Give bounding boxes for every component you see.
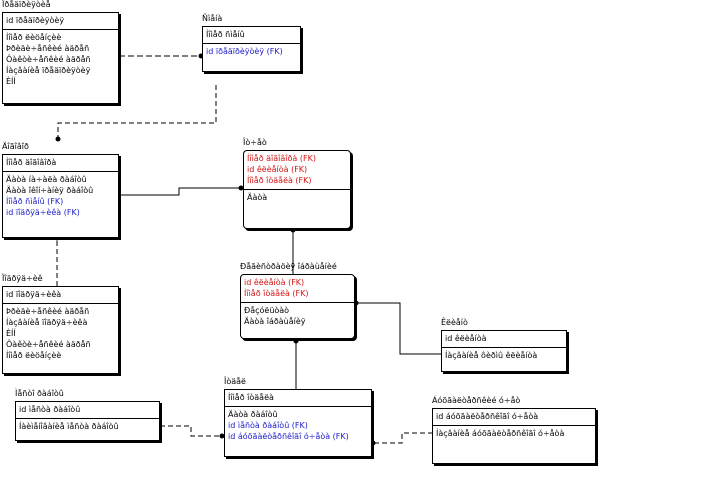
attribute: ÈÍÍ xyxy=(6,329,16,338)
entity-box: Íîìåð äîãîâîðà (FK) id êëèåíòà (FK) Íîìå… xyxy=(243,150,351,229)
entity-title: Ïðåäïðèÿòèå xyxy=(2,0,51,9)
attribute-section: Íàèìåíîâàíèå ìåñòà ðàáîòû xyxy=(16,419,159,435)
link-shift-contract xyxy=(57,85,217,138)
attribute: Íîìåð ëèöåíçèè xyxy=(6,33,62,42)
attribute: Þðèäè÷åñêèé àäðåñ xyxy=(6,307,90,316)
primary-key-section: Íîìåð ñìåíû xyxy=(203,27,300,44)
key-attribute: id áóõãàëòåðñêîãî ó÷åòà xyxy=(436,412,539,421)
attribute: Íàèìåíîâàíèå ìåñòà ðàáîòû xyxy=(19,422,119,431)
key-attribute: id ìåñòà ðàáîòû xyxy=(19,405,81,414)
attribute-section: Ðåçóëüòàò Äàòà îáðàùåíèÿ xyxy=(241,303,354,330)
attribute-section: id ïðåäïðèÿòèÿ (FK) xyxy=(203,44,300,60)
entity-box: Íîìåð äîãîâîðà Äàòà íà÷àëà ðàáîòû Äàòà î… xyxy=(2,154,119,238)
attribute: ÈÍÍ xyxy=(6,77,16,86)
attribute: Íàçâàíèå ïîäðÿä÷èêà xyxy=(6,318,88,327)
link-accounting-department xyxy=(372,432,433,444)
entity-box: id áóõãàëòåðñêîãî ó÷åòà Íàçâàíèå áóõãàëò… xyxy=(432,408,596,464)
attribute: Äàòà íà÷àëà ðàáîòû xyxy=(6,175,87,184)
link-contract-report xyxy=(119,187,243,196)
attribute: Íàçâàíèå áóõãàëòåðñêîãî ó÷åòà xyxy=(436,429,565,438)
entity-box: id ïîäðÿä÷èêà Þðèäè÷åñêèé àäðåñ Íàçâàíèå… xyxy=(2,286,119,374)
attribute-section: Äàòà ðàáîòû id ìåñòà ðàáîòû (FK) id áóõã… xyxy=(225,407,371,445)
primary-key-section: id êëèåíòà xyxy=(442,331,566,348)
entity-box: id êëèåíòà (FK) Íîìåð îòäåëà (FK) Ðåçóëü… xyxy=(240,274,355,339)
primary-key-section: Íîìåð äîãîâîðà xyxy=(3,155,118,172)
attribute-section: Äàòà xyxy=(244,190,350,206)
attribute: Íàçâàíèå ôèðìû êëèåíòà xyxy=(445,351,538,360)
foreign-key-attribute: Íîìåð ñìåíû (FK) xyxy=(6,197,64,206)
link-workplace-department xyxy=(160,425,224,437)
attribute: Ôàêòè÷åñêèé àäðåñ xyxy=(6,340,91,349)
attribute: Äàòà ðàáîòû xyxy=(228,410,278,419)
entity-box: Íîìåð îòäåëà Äàòà ðàáîòû id ìåñòà ðàáîòû… xyxy=(224,389,372,457)
primary-key-section: id áóõãàëòåðñêîãî ó÷åòà xyxy=(433,409,595,426)
entity-box: id ìåñòà ðàáîòû Íàèìåíîâàíèå ìåñòà ðàáîò… xyxy=(15,401,160,441)
primary-key-section: id ïðåäïðèÿòèÿ xyxy=(3,13,118,30)
entity-title: Ñìåíà xyxy=(202,14,223,23)
primary-key-section: Íîìåð îòäåëà xyxy=(225,390,371,407)
primary-key-section: id êëèåíòà (FK) Íîìåð îòäåëà (FK) xyxy=(241,275,354,303)
foreign-key-attribute: Íîìåð îòäåëà (FK) xyxy=(244,289,309,298)
entity-title: Ìåñòî ðàáîòû xyxy=(15,389,64,398)
link-end-dot xyxy=(238,185,244,191)
foreign-key-attribute: id áóõãàëòåðñêîãî ó÷åòà (FK) xyxy=(228,432,349,441)
foreign-key-attribute: Íîìåð îòäåëà (FK) xyxy=(247,176,312,185)
attribute: Äàòà îáðàùåíèÿ xyxy=(244,317,306,326)
key-attribute: Íîìåð äîãîâîðà xyxy=(6,158,57,167)
entity-title: Îòäåë xyxy=(224,377,246,386)
entity-title: Îò÷åò xyxy=(243,138,267,147)
attribute: Íàçâàíèå ïðåäïðèÿòèÿ xyxy=(6,66,91,75)
link-end-dot xyxy=(55,136,61,142)
attribute: Ôàêòè÷åñêèé àäðåñ xyxy=(6,55,91,64)
entity-box: Íîìåð ñìåíû id ïðåäïðèÿòèÿ (FK) xyxy=(202,26,301,72)
attribute-section: Íîìåð ëèöåíçèè Þðèäè÷åñêèé àäðåñ Ôàêòè÷å… xyxy=(3,30,118,90)
attribute: Ðåçóëüòàò xyxy=(244,306,290,315)
entity-title: Áóõãàëòåðñêèé ó÷åò xyxy=(432,396,521,405)
entity-box: id êëèåíòà Íàçâàíèå ôèðìû êëèåíòà xyxy=(441,330,567,372)
primary-key-section: id ïîäðÿä÷èêà xyxy=(3,287,118,304)
foreign-key-attribute: id ïîäðÿä÷èêà (FK) xyxy=(6,208,80,217)
link-end-dot xyxy=(219,433,225,439)
key-attribute: Íîìåð îòäåëà xyxy=(228,393,274,402)
key-attribute: id ïîäðÿä÷èêà xyxy=(6,290,62,299)
entity-title: Ðåãèñòðàöèÿ îáðàùåíèé xyxy=(240,262,337,271)
entity-title: Êëèåíò xyxy=(441,318,468,327)
entity-title: Äîãîâîð xyxy=(2,142,29,151)
attribute-section: Þðèäè÷åñêèé àäðåñ Íàçâàíèå ïîäðÿä÷èêà ÈÍ… xyxy=(3,304,118,364)
attribute-section: Íàçâàíèå ôèðìû êëèåíòà xyxy=(442,348,566,364)
foreign-key-attribute: Íîìåð äîãîâîðà (FK) xyxy=(247,154,316,163)
key-attribute: id ïðåäïðèÿòèÿ xyxy=(6,16,65,25)
foreign-key-attribute: id ìåñòà ðàáîòû (FK) xyxy=(228,421,308,430)
key-attribute: Íîìåð ñìåíû xyxy=(206,30,245,39)
primary-key-section: Íîìåð äîãîâîðà (FK) id êëèåíòà (FK) Íîìå… xyxy=(244,151,350,190)
key-attribute: id êëèåíòà xyxy=(445,334,487,343)
attribute: Äàòà îêîí÷àíèÿ ðàáîòû xyxy=(6,186,94,195)
attribute: Íîìåð ëèöåíçèè xyxy=(6,351,62,360)
attribute: Þðèäè÷åñêèé àäðåñ xyxy=(6,44,90,53)
primary-key-section: id ìåñòà ðàáîòû xyxy=(16,402,159,419)
entity-box: id ïðåäïðèÿòèÿ Íîìåð ëèöåíçèè Þðèäè÷åñêè… xyxy=(2,12,119,104)
entity-title: Ïîäðÿä÷èê xyxy=(2,274,43,283)
attribute: Äàòà xyxy=(247,193,268,202)
foreign-key-attribute: id êëèåíòà (FK) xyxy=(244,278,305,287)
attribute-section: Äàòà íà÷àëà ðàáîòû Äàòà îêîí÷àíèÿ ðàáîòû… xyxy=(3,172,118,221)
attribute-section: Íàçâàíèå áóõãàëòåðñêîãî ó÷åòà xyxy=(433,426,595,442)
link-end-dot xyxy=(293,338,299,344)
foreign-key-attribute: id ïðåäïðèÿòèÿ (FK) xyxy=(206,47,283,56)
link-client-registration xyxy=(357,302,441,355)
foreign-key-attribute: id êëèåíòà (FK) xyxy=(247,165,308,174)
